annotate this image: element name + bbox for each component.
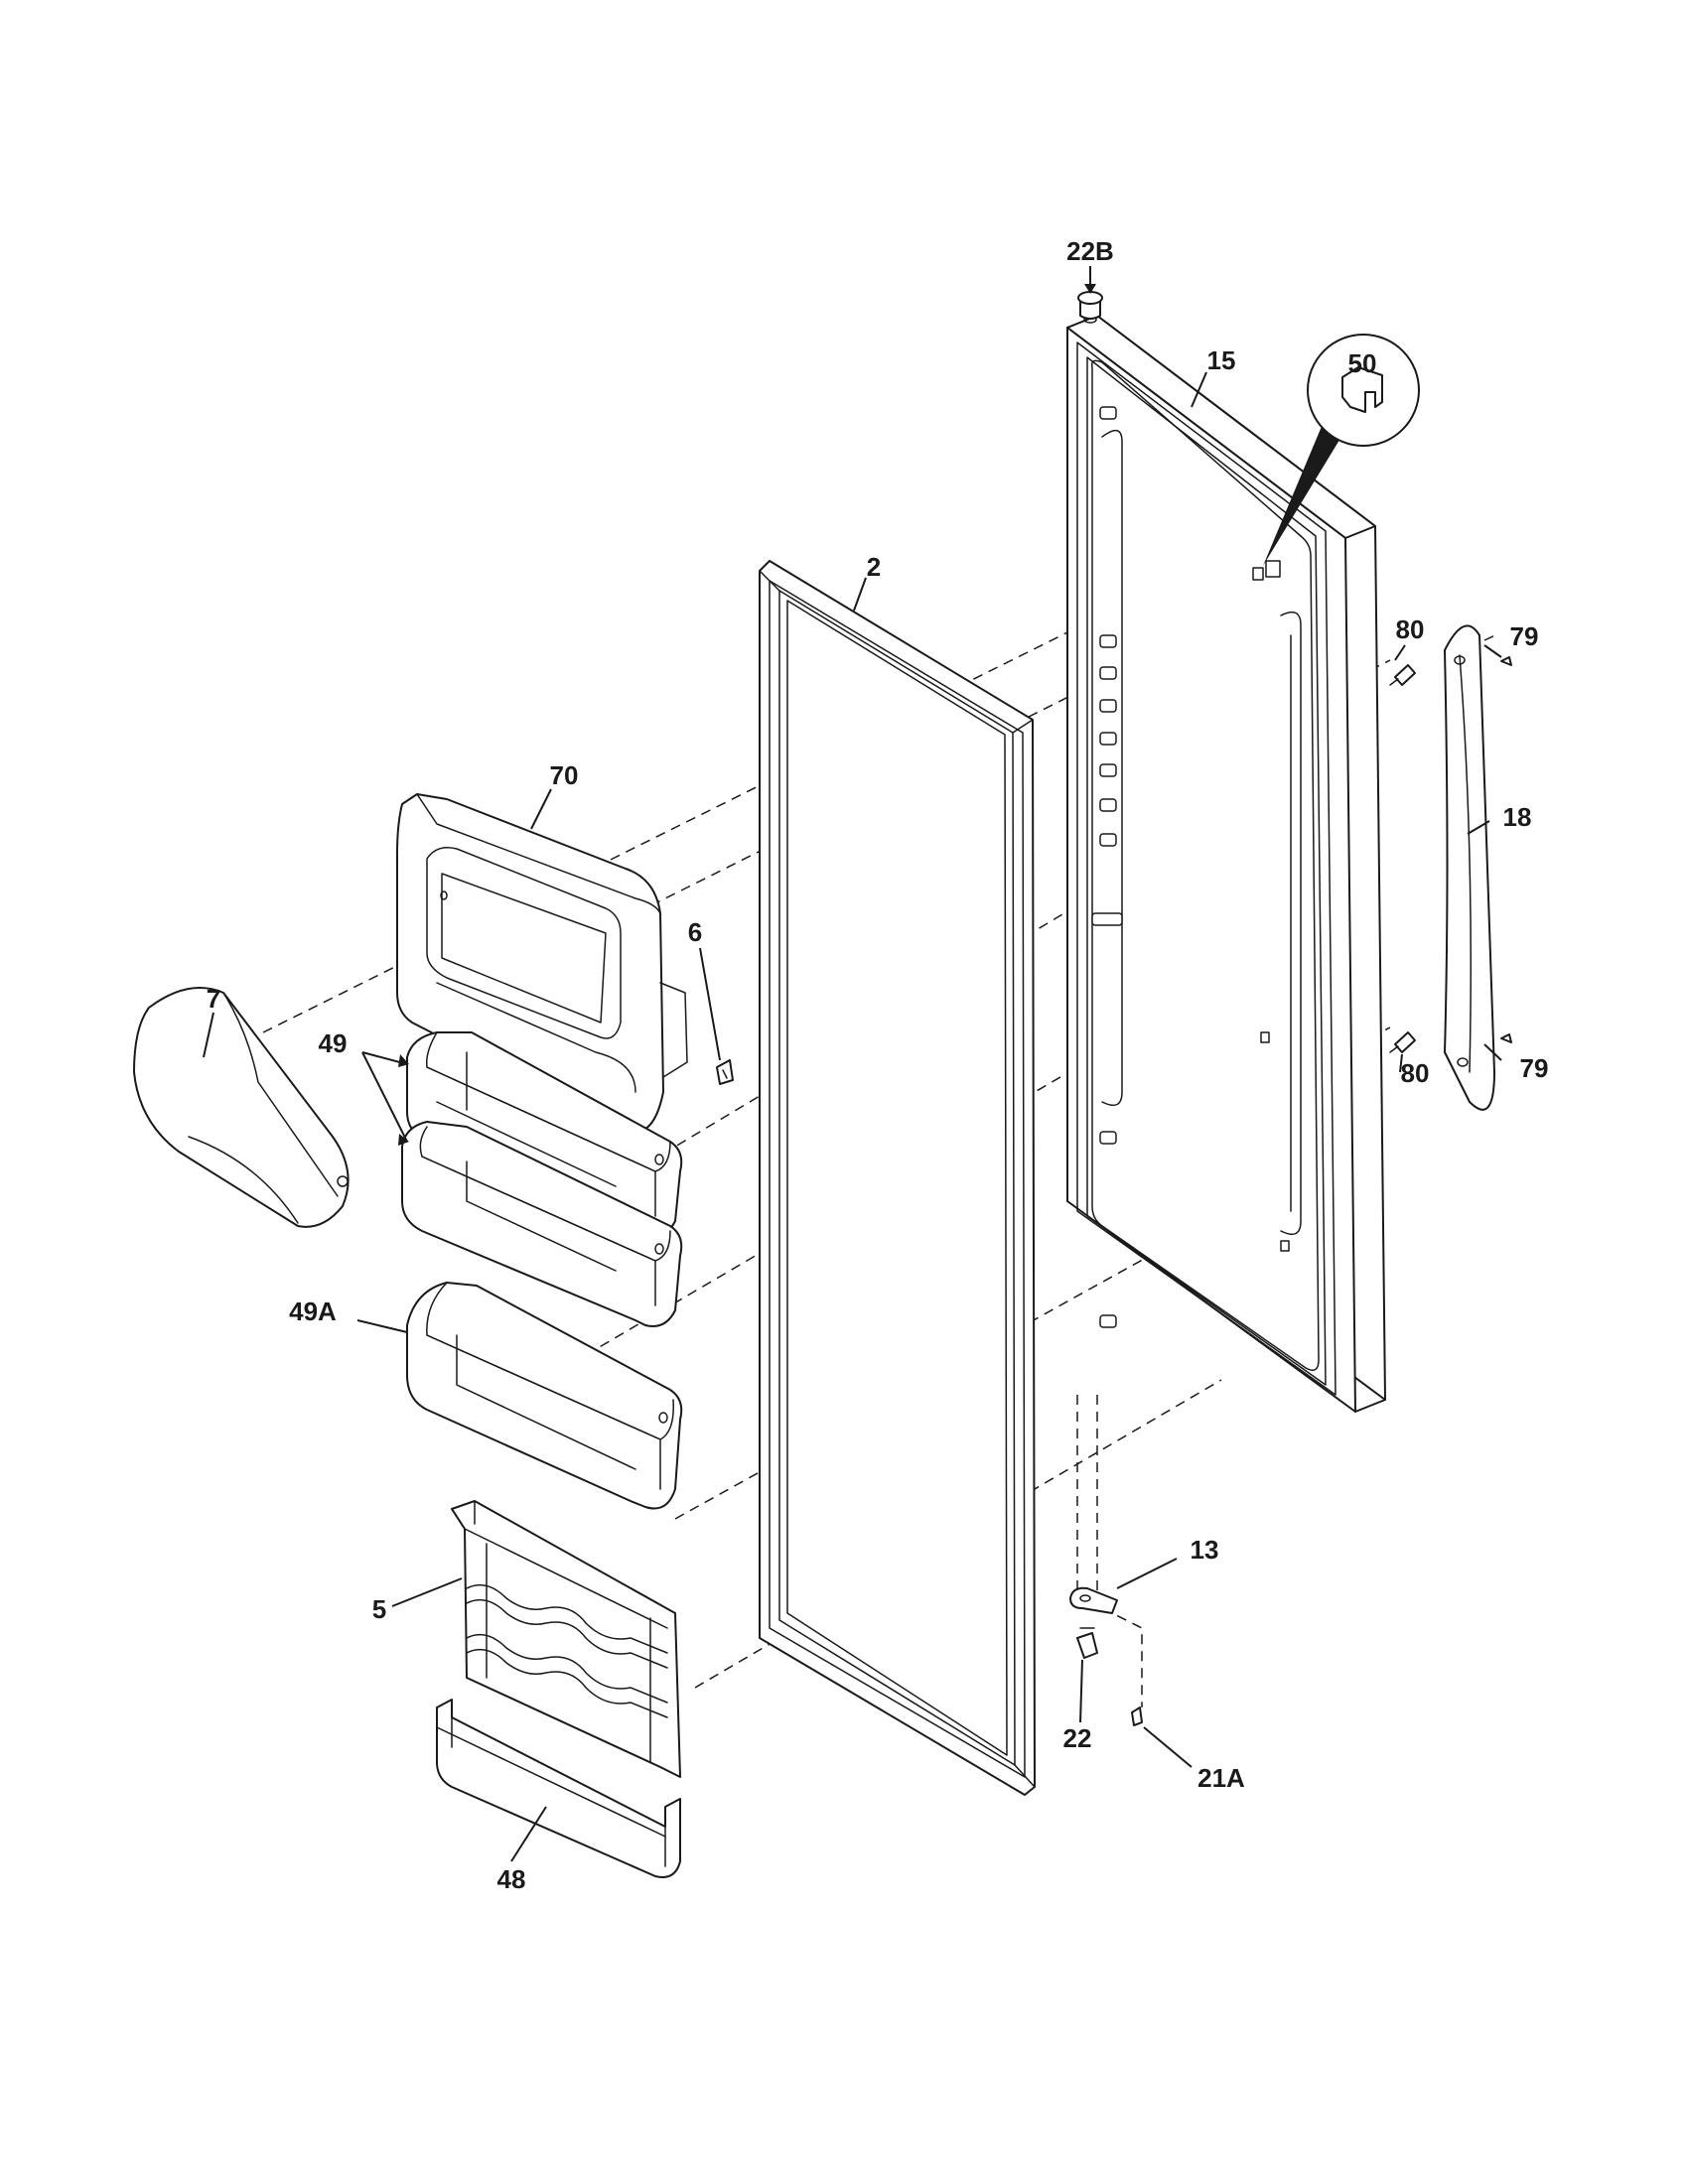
label-79-bottom: 79 — [1520, 1053, 1549, 1083]
label-79-top: 79 — [1510, 621, 1539, 651]
label-2: 2 — [867, 552, 881, 582]
label-22B: 22B — [1066, 236, 1114, 266]
label-49A: 49A — [289, 1297, 337, 1326]
part-labels: 22B 15 50 2 80 79 18 70 6 7 49 80 79 49A… — [207, 236, 1549, 1894]
door-bin-lower — [406, 1282, 683, 1510]
door-shelf-pegs — [1091, 406, 1290, 1328]
leader-arrowheads — [398, 284, 1096, 1146]
label-15: 15 — [1207, 345, 1236, 375]
door-handle — [1444, 624, 1495, 1111]
label-6: 6 — [688, 917, 702, 947]
label-80-top: 80 — [1396, 614, 1425, 644]
door-bin-middle — [401, 1121, 683, 1327]
label-7: 7 — [207, 984, 220, 1014]
top-hinge-bushing — [1077, 291, 1103, 320]
label-13: 13 — [1191, 1535, 1219, 1565]
door-bottom-bin — [436, 1699, 681, 1878]
label-18: 18 — [1503, 802, 1532, 832]
handle-mount-hardware — [1389, 656, 1512, 1053]
bottom-hinge-hardware — [1069, 1586, 1143, 1726]
label-21A: 21A — [1197, 1763, 1245, 1793]
label-80-bottom: 80 — [1401, 1058, 1430, 1088]
detail-callout-50 — [1252, 334, 1420, 581]
label-5: 5 — [372, 1594, 386, 1624]
housing-clip — [716, 1059, 734, 1085]
label-48: 48 — [497, 1864, 526, 1894]
dairy-compartment-door — [133, 987, 350, 1228]
label-50: 50 — [1348, 348, 1377, 378]
door-gasket — [759, 560, 1036, 1796]
label-70: 70 — [550, 760, 579, 790]
label-22: 22 — [1063, 1723, 1092, 1753]
door-assembly — [1066, 315, 1386, 1413]
label-49: 49 — [319, 1028, 348, 1058]
door-rack — [451, 1500, 681, 1778]
